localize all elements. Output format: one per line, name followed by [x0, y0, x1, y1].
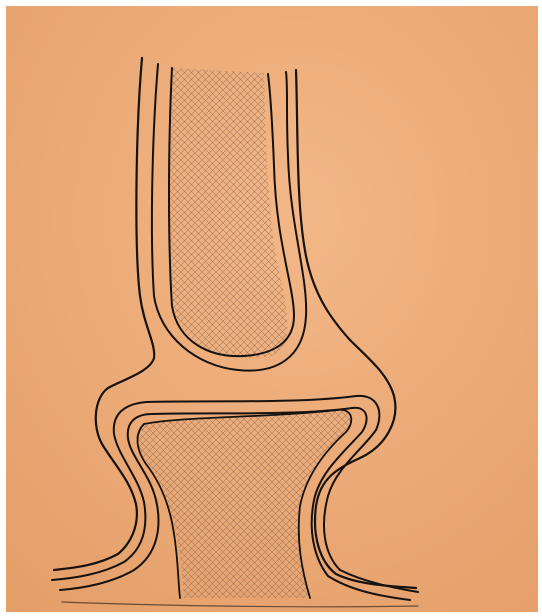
- sketch-paper: [6, 6, 538, 612]
- joint-sketch: [6, 6, 538, 612]
